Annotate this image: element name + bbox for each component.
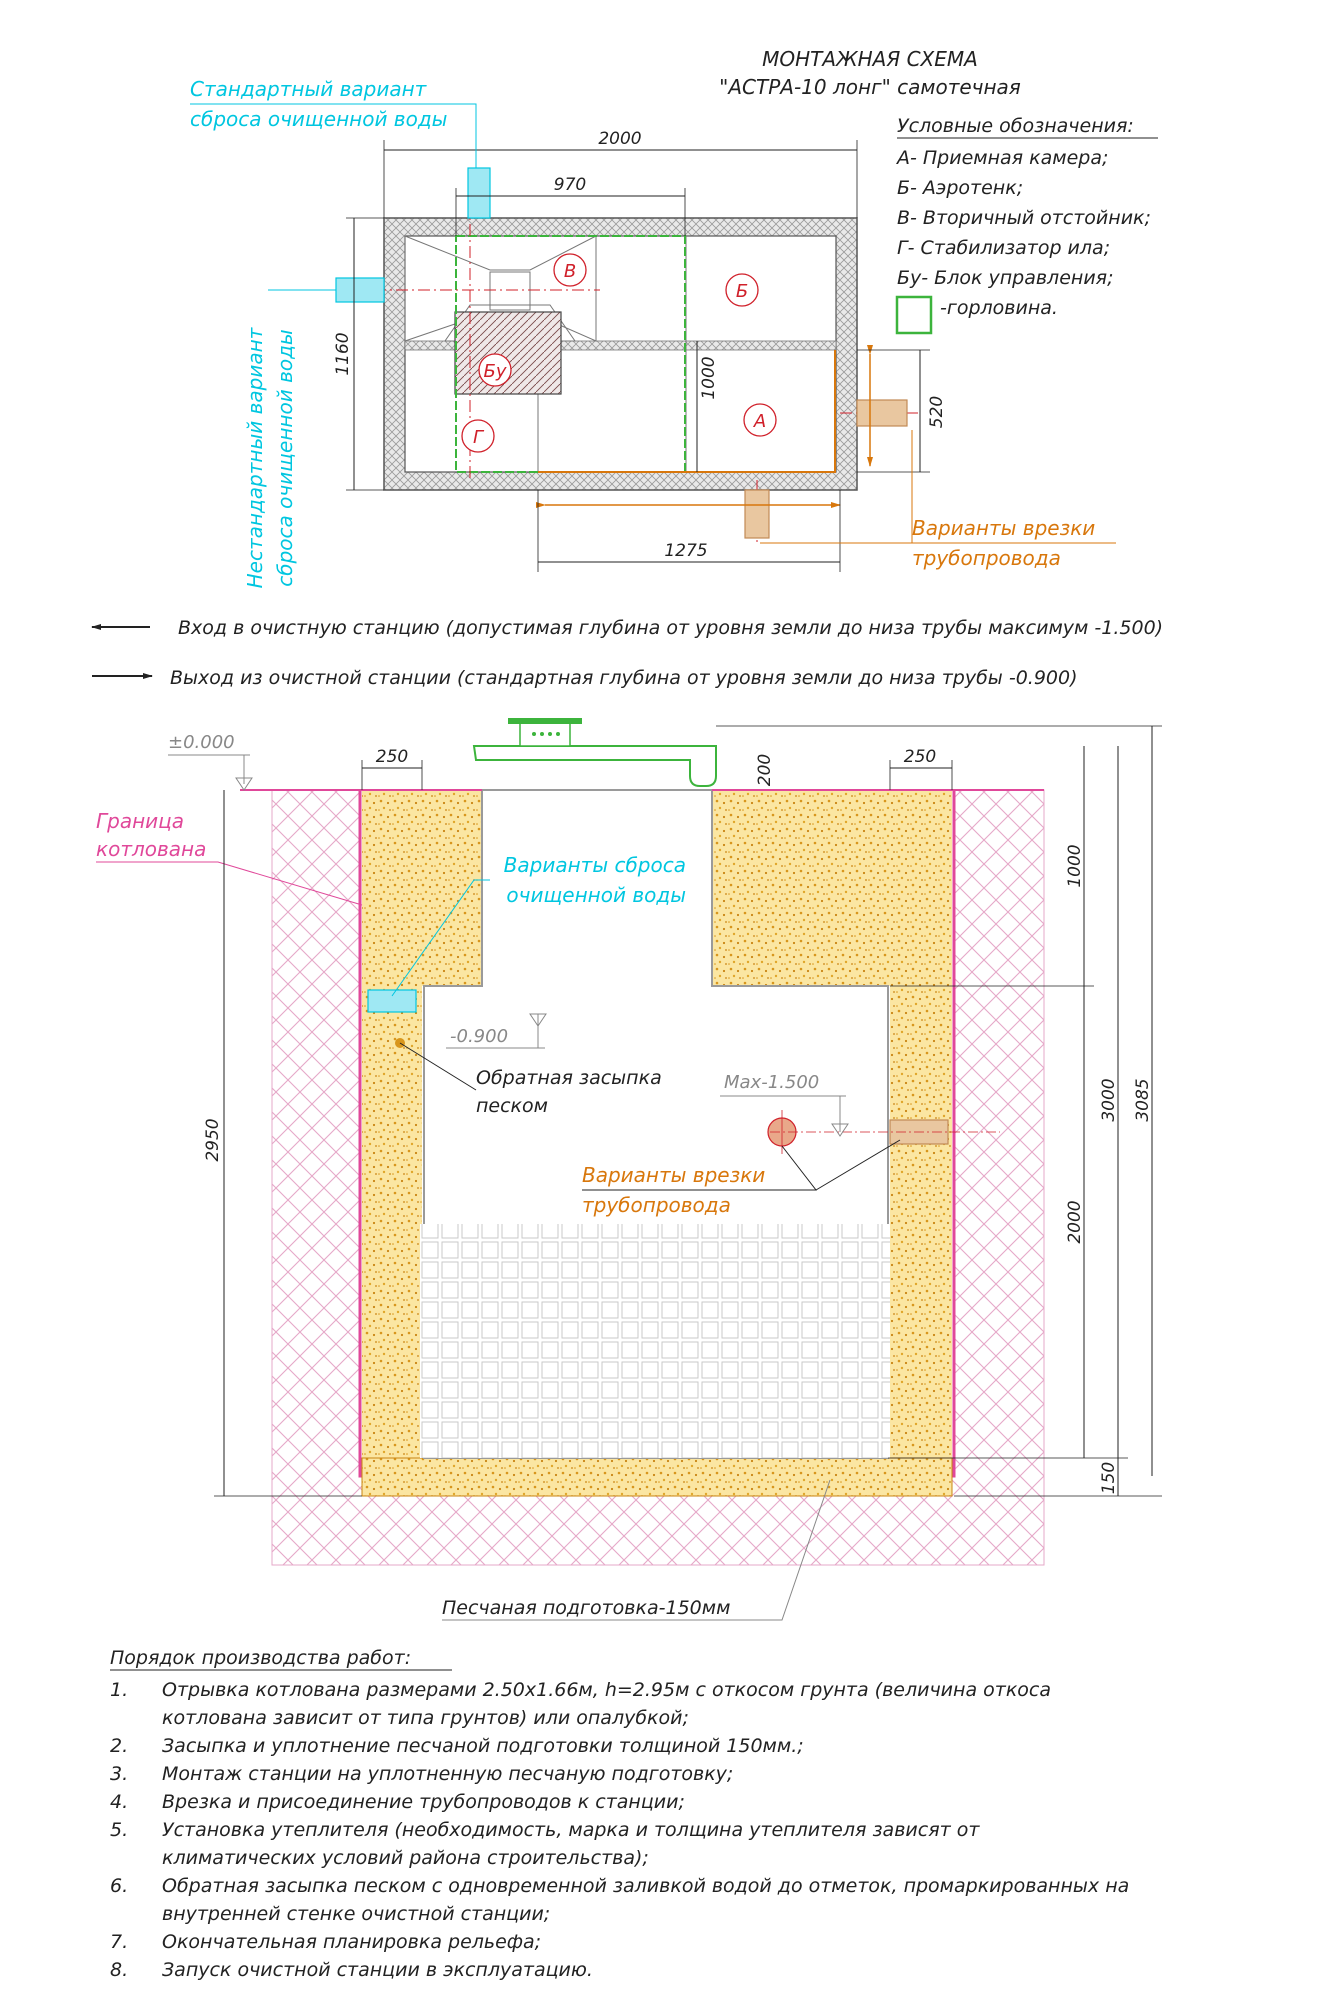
procedure-heading: Порядок производства работ: [110,1647,411,1669]
step-1-num: 1. [110,1679,128,1701]
step-8-num: 8. [110,1959,128,1981]
legend: Условные обозначения: А- Приемная камера… [895,115,1158,335]
control-block-hatch [454,311,562,395]
plan-std-callout-line1: Стандартный вариант [190,77,428,101]
section-dim-2000: 2000 [1065,1200,1085,1243]
step-3-line1: Монтаж станции на уплотненную песчаную п… [162,1763,733,1785]
legend-item-a: А- Приемная камера; [895,147,1108,169]
legend-item-g: Г- Стабилизатор ила; [897,237,1110,259]
procedure: Порядок производства работ: 1. Отрывка к… [110,1647,1129,1981]
section-dim-3085: 3085 [1133,1078,1153,1121]
zero-mark: ±0.000 [168,732,235,753]
step-1-line2: котлована зависит от типа грунтов) или о… [162,1707,689,1729]
section-pipe-line1: Варианты врезки [582,1163,765,1187]
legend-item-b: Б- Аэротенк; [897,177,1023,199]
step-5-line2: климатических условий района строительст… [162,1847,649,1869]
plan-inlet-pipe-side [856,399,908,427]
sand-bed-label: Песчаная подготовка-150мм [442,1597,730,1619]
step-6-line1: Обратная засыпка песком с одновременной … [162,1875,1129,1897]
legend-item-bu: Бу- Блок управления; [897,267,1114,289]
step-1-line1: Отрывка котлована размерами 2.50х1.66м, … [162,1679,1051,1701]
discharge-line2: очищенной воды [506,883,686,907]
mark-max: Max-1.500 [724,1072,819,1093]
section-dim-200: 200 [755,754,775,786]
mark-bu: Бу [483,361,506,382]
step-6-line2: внутренней стенке очистной станции; [162,1903,550,1925]
step-2-line1: Засыпка и уплотнение песчаной подготовки… [162,1735,804,1757]
plan-inlet-pipe-bottom [744,489,770,539]
flow-legend: Вход в очистную станцию (допустимая глуб… [91,617,1163,689]
plan-pipe-callout-line2: трубопровода [912,546,1061,570]
plan-dim-970: 970 [554,175,586,195]
inlet-description: Вход в очистную станцию (допустимая глуб… [178,617,1163,639]
legend-neck-label: -горловина. [940,297,1058,319]
legend-neck-symbol [895,295,933,335]
mark-g: Г [473,427,485,448]
plan-dim-1000: 1000 [699,356,719,399]
section-dim-2950: 2950 [203,1118,223,1161]
mark-a: А [753,411,766,432]
plan-nonstd-callout-line2: сброса очищенной воды [273,329,297,586]
discharge-line1: Варианты сброса [504,853,686,877]
section-dim-1000: 1000 [1065,844,1085,887]
plan-std-callout-line2: сброса очищенной воды [190,107,447,131]
plan-dim-2000: 2000 [598,129,641,149]
section-view: ±0.000 -0.900 Max-1.500 Граница котлован… [96,718,1162,1621]
legend-heading: Условные обозначения: [897,115,1134,137]
step-2-num: 2. [110,1735,128,1757]
title-line2: "АСТРА-10 лонг" самотечная [719,75,1021,99]
step-3-num: 3. [110,1763,128,1785]
mark-900: -0.900 [450,1026,508,1047]
plan-nonstd-callout-line1: Нестандартный вариант [243,326,267,588]
plan-nonstd-outlet-pipe [335,277,385,303]
section-discharge-pipe [367,989,417,1013]
plan-std-outlet-pipe [467,167,491,219]
step-4-num: 4. [110,1791,128,1813]
step-8-line1: Запуск очистной станции в эксплуатацию. [162,1959,593,1981]
tank-lid [472,745,717,787]
step-7-num: 7. [110,1931,128,1953]
pit-boundary-line2: котлована [96,837,206,861]
plan-view: В Б Бу А Г 2000 970 1160 1000 520 1275 [190,77,1116,588]
plan-pipe-callout-line1: Варианты врезки [912,516,1095,540]
step-5-num: 5. [110,1819,128,1841]
step-7-line1: Окончательная планировка рельефа; [162,1931,541,1953]
section-dim-250-right: 250 [904,747,936,767]
section-pipe-line2: трубопровода [582,1193,731,1217]
mark-v: В [564,261,576,282]
plan-dim-1160: 1160 [333,332,353,375]
backfill-line2: песком [476,1095,548,1117]
backfill-line1: Обратная засыпка [476,1067,662,1089]
section-dim-150: 150 [1099,1462,1119,1494]
mark-b: Б [736,281,748,302]
step-6-num: 6. [110,1875,128,1897]
sand-bed [361,1457,953,1497]
outlet-description: Выход из очистной станции (стандартная г… [170,667,1078,689]
section-dim-3000: 3000 [1099,1078,1119,1121]
plan-dim-520: 520 [927,396,947,428]
pit-boundary-line1: Граница [96,809,184,833]
title-block: МОНТАЖНАЯ СХЕМА "АСТРА-10 лонг" самотечн… [719,47,1021,99]
step-4-line1: Врезка и присоединение трубопроводов к с… [162,1791,685,1813]
section-dim-250-left: 250 [376,747,408,767]
title-line1: МОНТАЖНАЯ СХЕМА [762,47,978,71]
step-5-line1: Установка утеплителя (необходимость, мар… [162,1819,980,1841]
legend-item-v: В- Вторичный отстойник; [897,207,1151,229]
plan-dim-1275: 1275 [664,541,707,561]
